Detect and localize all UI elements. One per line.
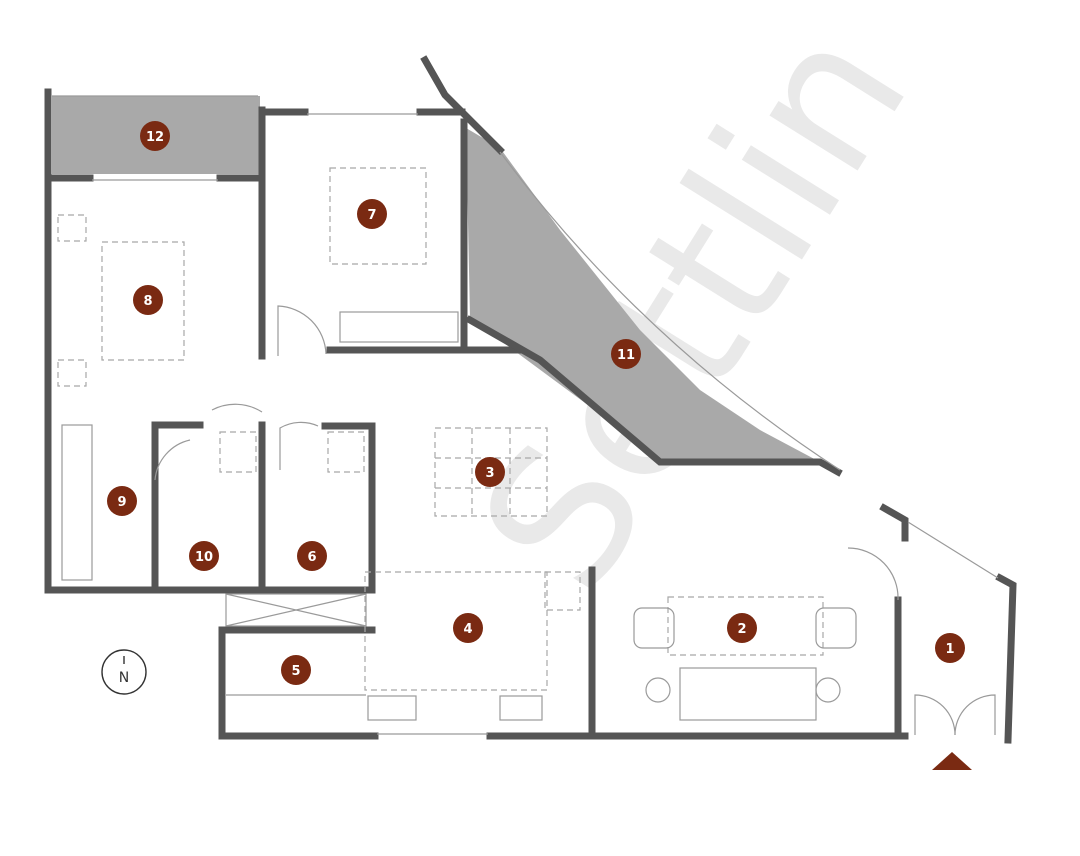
wardrobe-7 [339,311,459,343]
room-marker-8: 8 [133,285,163,315]
room-marker-6: 6 [297,541,327,571]
chair-left [633,607,675,649]
room-marker-7: 7 [357,199,387,229]
room-label-4: 4 [463,622,472,637]
room-label-5: 5 [291,664,300,679]
room-label-1: 1 [945,642,954,657]
door-entrance-b [954,694,996,736]
bed-7 [329,167,427,265]
wall-balcony11-lower [465,315,843,477]
fridge [544,571,581,611]
door-foyer [847,547,899,601]
door-bedroom8 [211,403,263,413]
bath10-counter [219,431,257,473]
room-marker-2: 2 [727,613,757,643]
wardrobe-9 [61,424,93,581]
wall-diagonal-top [420,55,505,155]
bed-8 [101,241,185,361]
nightstand-8a [57,214,87,242]
room-marker-4: 4 [453,613,483,643]
room-label-9: 9 [117,495,126,510]
entrance-arrow-icon [932,752,972,770]
door-bath6 [279,421,319,470]
room-marker-9: 9 [107,486,137,516]
coffee-table-2 [667,596,824,656]
room-marker-3: 3 [475,457,505,487]
compass: N [101,649,147,695]
wall-bottom [218,628,379,740]
armchair-right [815,677,841,703]
window-right-diagonal [907,521,999,579]
outer-wall [44,88,162,594]
curved-glazing [499,151,841,471]
door-entrance-a [914,694,956,736]
room-marker-10: 10 [189,541,219,571]
balcony-11-area [466,128,820,462]
door-wardrobe9 [154,439,191,481]
room-marker-12: 12 [140,121,170,151]
room-label-3: 3 [485,466,494,481]
dining-table-3 [434,427,548,517]
chair-right [815,607,857,649]
room-label-8: 8 [143,294,152,309]
wall-right-end [995,573,1017,744]
wall-right-segment [879,503,909,542]
nightstand-8b [57,359,87,387]
kitchen-counter [364,571,548,691]
utility-crossbox [225,593,367,627]
room-marker-1: 1 [935,633,965,663]
room-label-7: 7 [367,208,376,223]
room-label-12: 12 [146,130,164,145]
sofa-2 [679,667,817,721]
armchair-left [645,677,671,703]
compass-label: N [119,670,129,686]
wall-bath-block [151,421,376,594]
room-label-6: 6 [307,550,316,565]
door-bedroom7 [277,305,327,356]
room-label-2: 2 [737,622,746,637]
room-marker-5: 5 [281,655,311,685]
utility-cross-b [225,593,367,627]
room-label-10: 10 [195,550,213,565]
hob [499,695,543,721]
sink [367,695,417,721]
room-marker-11: 11 [611,339,641,369]
bath6-counter [327,431,365,473]
room-label-11: 11 [617,348,635,363]
